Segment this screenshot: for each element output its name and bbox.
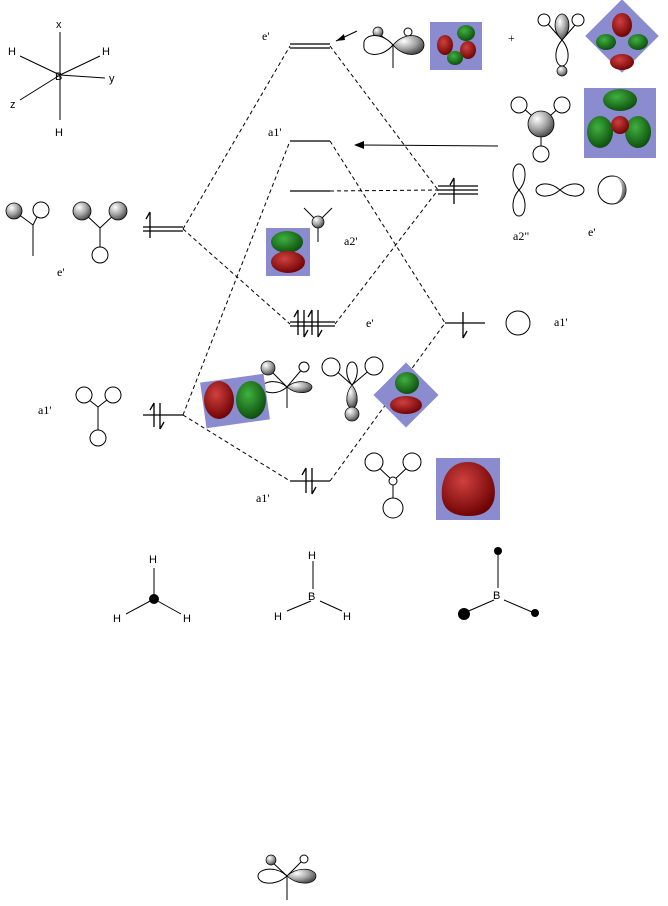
b-label: B [55,71,62,83]
mo-render-e-mid-2 [373,362,439,428]
bh3-h-left: H [274,611,282,623]
ch3-h-left: H [113,613,121,625]
px-orbital [597,175,627,205]
label-a1-prime-upper: a1' [268,125,282,139]
bh3-molecule: B H H H [274,550,351,623]
h-label-3: H [55,127,63,139]
bh3-b: B [308,591,315,603]
label-a2-prime: a2' [344,234,358,248]
pz-orbital [512,163,526,217]
a1-upper-fragment [510,96,571,163]
label-e-prime-top: e' [262,29,270,43]
label-a1-prime-right: a1' [554,315,568,329]
label-a1-prime-bottom: a1' [256,491,270,505]
label-e-prime-mid: e' [366,316,374,330]
h-label-2: H [102,46,110,58]
py-orbital [535,183,585,197]
left-e-fragments [5,201,128,264]
right-orbitals [363,13,627,336]
mo-render-e-top-1 [430,22,482,70]
h-label-1: H [8,46,16,58]
label-a1-prime-left: a1' [38,403,52,417]
energy-levels [143,43,485,482]
e-combo-2 [537,13,585,77]
coordinate-frame: x H H B y z H [8,19,115,139]
ch3-molecule: H H H [113,554,191,625]
ch3-h-right: H [183,613,191,625]
label-a2-double-prime: a2" [513,229,529,243]
axis-y-label: y [109,73,115,85]
mo-render-a1-bottom [436,458,500,520]
left-a1-fragment [75,386,122,447]
bottom-orbital-drawing [257,854,317,900]
mo-render-a2-prime [266,228,310,276]
symmetry-labels: e' a1' e' a2' a2" e' e' a1' a1' a1' + [38,29,596,505]
label-e-prime-right: e' [588,225,596,239]
a2-prime-drawing [303,207,333,242]
mo-render-e-top-2 [585,0,659,73]
right-molecule: B [458,547,539,620]
bh3-h-right: H [343,611,351,623]
right-b: B [493,590,500,602]
s-orbital [505,310,531,336]
bh3-h-top: H [308,550,316,562]
e-mid-drawing-2 [321,356,384,422]
mo-render-e-mid-1 [200,373,270,429]
e-mid-drawing-1 [260,360,313,408]
e-combo-1 [363,26,425,68]
a1-bottom-drawing [364,452,422,519]
label-e-prime-left: e' [57,265,65,279]
electron-spins [145,177,468,495]
axis-z-label: z [10,99,16,111]
arrows [335,30,499,149]
mo-render-a1-upper [584,88,656,158]
plus-sign: + [508,31,515,45]
ch3-h-top: H [149,554,157,566]
correlation-lines [182,45,446,482]
axis-x-label: x [56,19,62,31]
